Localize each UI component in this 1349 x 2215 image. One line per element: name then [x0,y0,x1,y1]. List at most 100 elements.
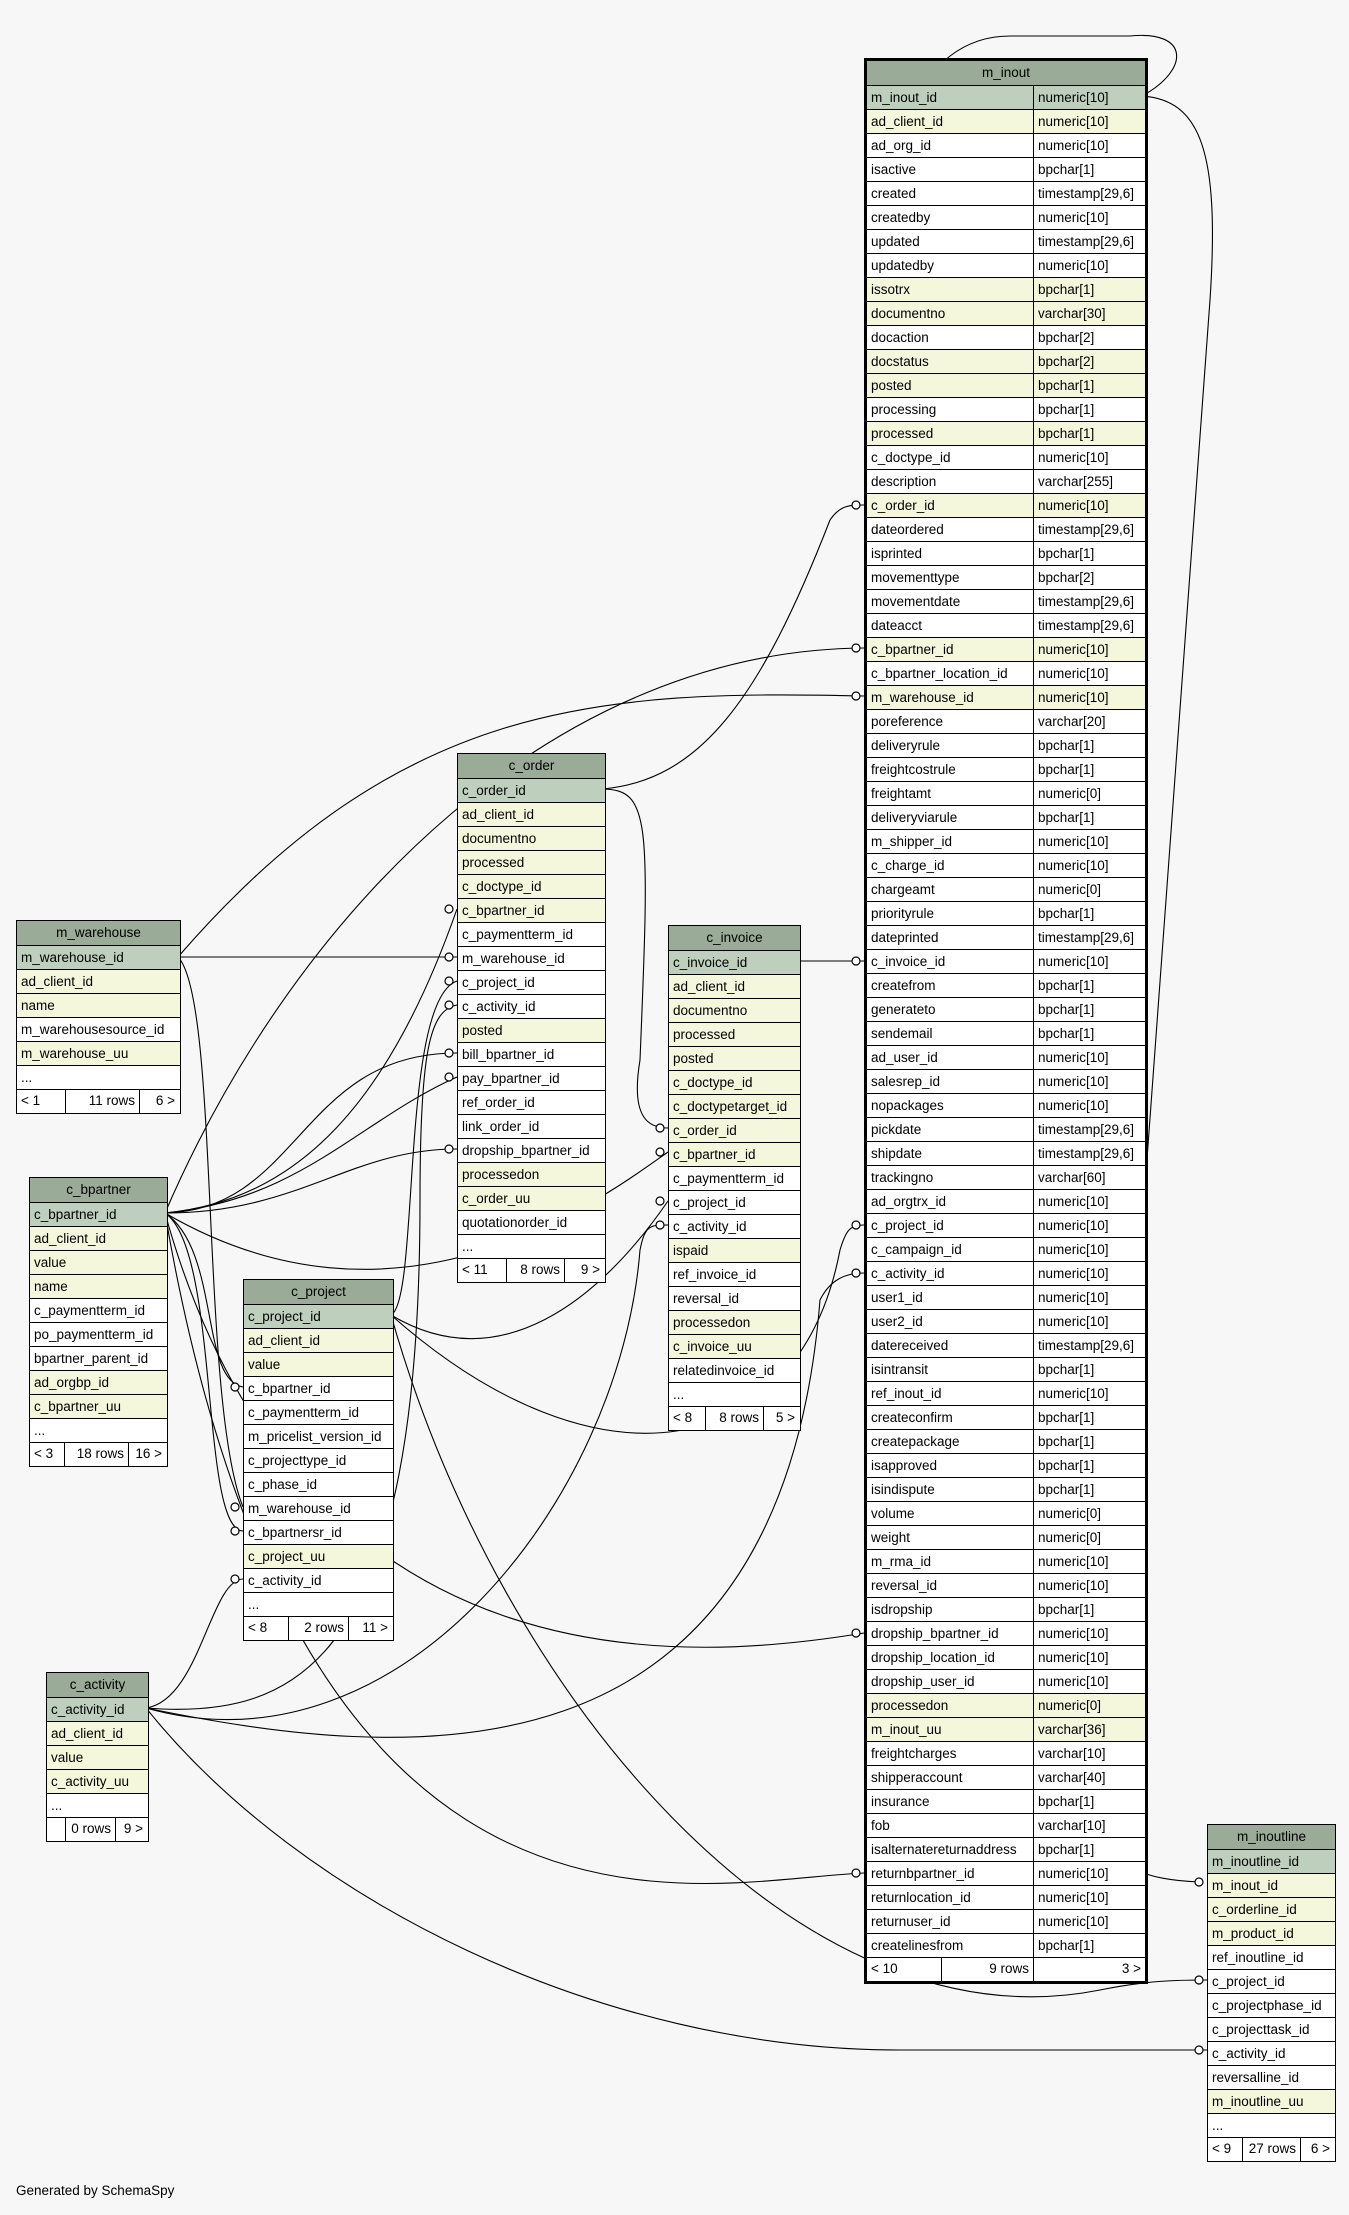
children-count[interactable]: 5 > [763,1407,799,1430]
parents-count[interactable]: < 8 [673,1410,693,1425]
table-title[interactable]: c_bpartner [30,1178,167,1203]
column-row-c-bpartner-uu[interactable]: c_bpartner_uu [30,1395,167,1419]
column-row-value[interactable]: value [30,1251,167,1275]
column-row-c-activity-uu[interactable]: c_activity_uu [47,1770,148,1794]
table-title[interactable]: c_order [458,754,605,779]
column-row-ad-client-id[interactable]: ad_client_id [244,1329,393,1353]
column-row-m-warehouse-id[interactable]: m_warehouse_id [17,946,180,970]
column-row-ad-client-id[interactable]: ad_client_id [30,1227,167,1251]
column-row-c-activity-id[interactable]: c_activity_id [458,995,605,1019]
column-row-c-project-id[interactable]: c_project_id [458,971,605,995]
row-count[interactable]: 0 rows [65,1818,115,1841]
parents-count[interactable]: < 8 [248,1620,268,1635]
column-row-processed[interactable]: processed [458,851,605,875]
parents-count[interactable]: < 1 [21,1093,41,1108]
row-count[interactable]: 9 rows [941,1958,1033,1981]
column-row-c-project-id[interactable]: c_project_id [669,1191,800,1215]
column-row-m-warehouse-id[interactable]: m_warehouse_id [244,1497,393,1521]
column-row-c-bpartner-id[interactable]: c_bpartner_id [458,899,605,923]
row-count[interactable]: 27 rows [1242,2138,1300,2161]
column-row-ispaid[interactable]: ispaid [669,1239,800,1263]
column-row-ad-orgbp-id[interactable]: ad_orgbp_id [30,1371,167,1395]
table-title[interactable]: c_project [244,1280,393,1305]
column-row-c-activity-id[interactable]: c_activity_id [47,1698,148,1722]
table-title[interactable]: m_inoutline [1208,1825,1335,1850]
column-row-ad-client-id[interactable]: ad_client_id [47,1722,148,1746]
column-row-c-projecttype-id[interactable]: c_projecttype_id [244,1449,393,1473]
column-row-link-order-id[interactable]: link_order_id [458,1115,605,1139]
column-row-value[interactable]: value [47,1746,148,1770]
column-row-ellipsisellipsisellipsis[interactable]: ... [30,1419,167,1443]
column-row-c-paymentterm-id[interactable]: c_paymentterm_id [30,1299,167,1323]
column-row-c-activity-id[interactable]: c_activity_id [1208,2042,1335,2066]
children-count[interactable]: 9 > [115,1818,147,1841]
column-row-c-invoice-id[interactable]: c_invoice_id [669,951,800,975]
column-row-ellipsisellipsisellipsis[interactable]: ... [17,1066,180,1090]
column-row-name[interactable]: name [17,994,180,1018]
parents-count[interactable]: < 9 [1212,2141,1232,2156]
row-count[interactable]: 18 rows [64,1443,128,1466]
row-count[interactable]: 11 rows [65,1090,139,1113]
column-row-c-projecttask-id[interactable]: c_projecttask_id [1208,2018,1335,2042]
column-row-c-project-id[interactable]: c_project_id [244,1305,393,1329]
children-count[interactable]: 6 > [1300,2138,1334,2161]
column-row-ref-invoice-id[interactable]: ref_invoice_id [669,1263,800,1287]
column-row-processedon[interactable]: processedon [669,1311,800,1335]
column-row-reversal-id[interactable]: reversal_id [669,1287,800,1311]
parents-count[interactable]: < 3 [34,1446,54,1461]
column-row-c-bpartner-id[interactable]: c_bpartner_id [244,1377,393,1401]
column-row-ellipsisellipsisellipsis[interactable]: ... [244,1593,393,1617]
column-row-pay-bpartner-id[interactable]: pay_bpartner_id [458,1067,605,1091]
column-row-m-product-id[interactable]: m_product_id [1208,1922,1335,1946]
column-row-ellipsisellipsisellipsis[interactable]: ... [1208,2114,1335,2138]
column-row-value[interactable]: value [244,1353,393,1377]
children-count[interactable]: 3 > [1033,1958,1145,1981]
column-row-m-inout-id[interactable]: m_inout_id [1208,1874,1335,1898]
